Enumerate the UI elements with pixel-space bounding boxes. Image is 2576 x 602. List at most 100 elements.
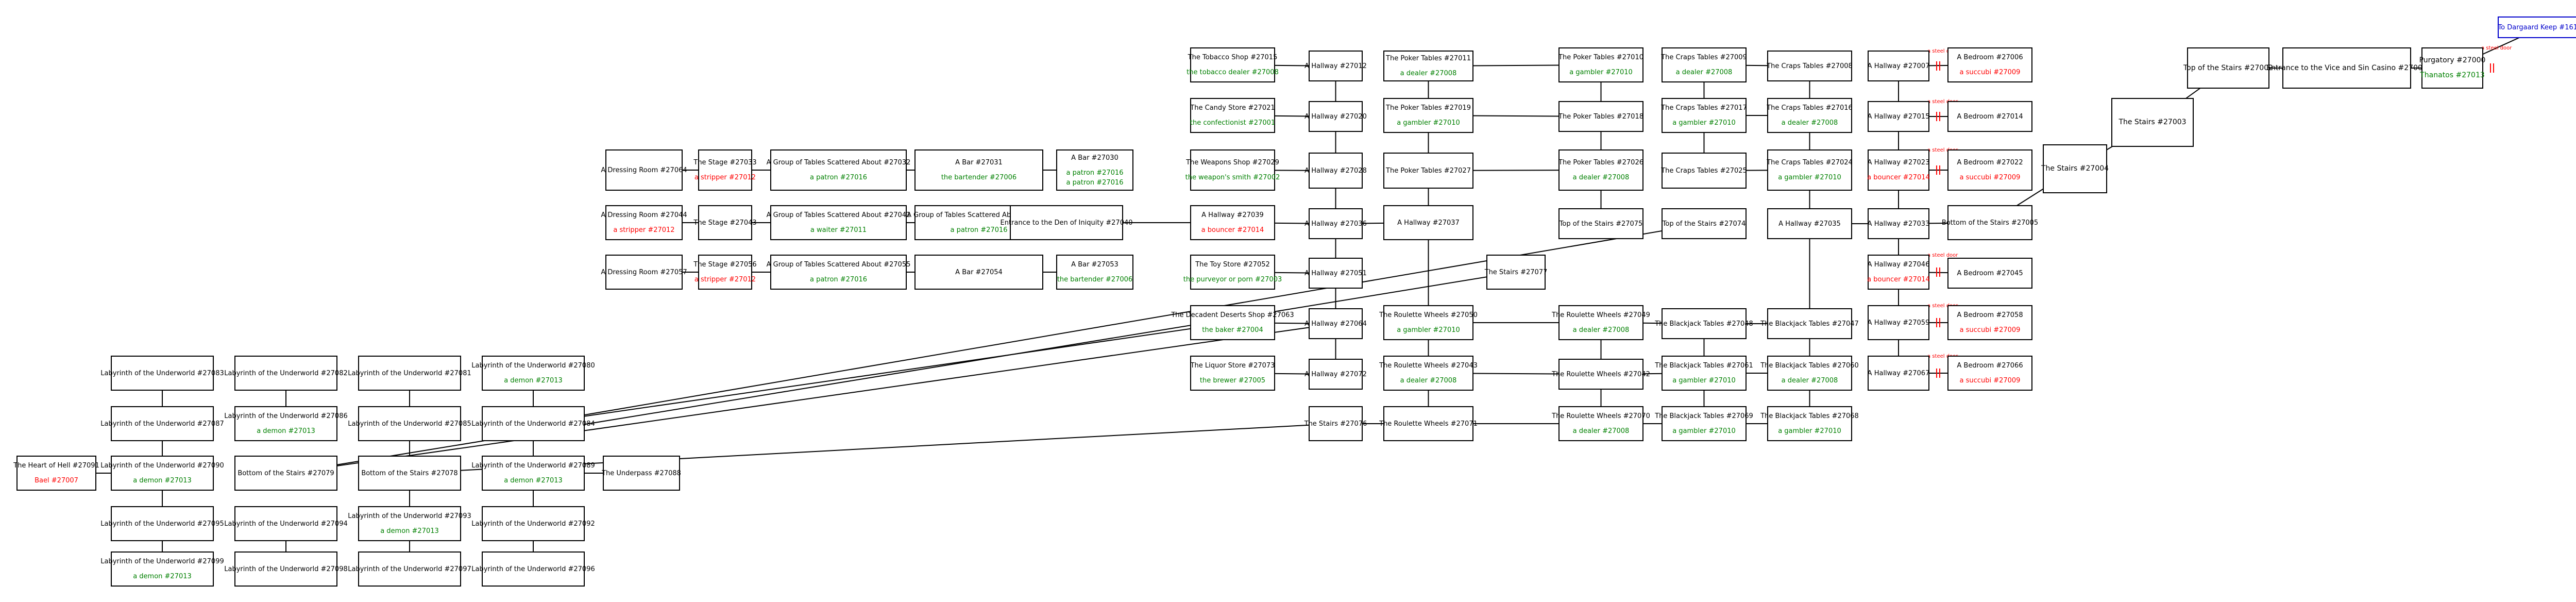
room-node[interactable]: The Craps Tables #27025 xyxy=(1661,153,1747,189)
room-node[interactable]: Top of the Stairs #27075 xyxy=(1558,208,1643,239)
room-node[interactable]: Labyrinth of the Underworld #27087 xyxy=(100,406,224,441)
room-node[interactable]: Labyrinth of the Underworld #27095 xyxy=(100,506,224,541)
room-node[interactable]: A Hallway #27020 xyxy=(1304,101,1367,132)
room-node[interactable]: Labyrinth of the Underworld #27097 xyxy=(348,551,471,587)
room-node[interactable]: The Craps Tables #27008 xyxy=(1767,51,1853,81)
room-node[interactable]: The Roulette Wheels #27042 xyxy=(1552,359,1650,390)
room-node[interactable]: Labyrinth of the Underworld #27082 xyxy=(224,356,348,391)
room-node[interactable]: A Dressing Room #27064 xyxy=(601,149,687,191)
room-node[interactable]: A Hallway #27035 xyxy=(1767,208,1852,239)
room-node[interactable]: Bottom of the Stairs #27005 xyxy=(1942,205,2038,240)
room-node[interactable]: The Underpass #27088 xyxy=(602,456,681,491)
exit-room-node[interactable]: To Dargaard Keep #16188 xyxy=(2498,16,2576,38)
room-node[interactable]: A Hallway #27015 xyxy=(1868,101,1929,132)
room-node[interactable]: Labyrinth of the Underworld #27096 xyxy=(471,551,595,587)
room-node[interactable]: A Hallway #27064 xyxy=(1304,308,1367,339)
room-node[interactable]: The Stairs #27003 xyxy=(2111,98,2194,147)
room-node[interactable]: Labyrinth of the Underworld #27092 xyxy=(471,506,595,541)
room-node[interactable]: The Poker Tables #27018 xyxy=(1558,101,1643,132)
room-node[interactable]: A Hallway #27037 xyxy=(1383,205,1473,240)
room-node[interactable]: A Hallway #27072 xyxy=(1304,359,1367,390)
room-node[interactable]: Labyrinth of the Underworld #27094 xyxy=(224,506,348,541)
room-node[interactable]: A Hallway #27012 xyxy=(1304,51,1367,81)
room-node[interactable]: A Hallway #27059 xyxy=(1868,305,1929,340)
room-node[interactable]: Labyrinth of the Underworld #27085 xyxy=(348,406,471,441)
room-node[interactable]: A Bedroom #27014 xyxy=(1947,101,2032,132)
room-node[interactable]: A Group of Tables Scattered About #27032… xyxy=(767,149,910,191)
room-node[interactable]: Labyrinth of the Underworld #27084 xyxy=(471,406,595,441)
room-node[interactable]: The Stage #27043 xyxy=(693,205,757,240)
room-node[interactable]: The Stairs #27076 xyxy=(1304,406,1367,441)
room-node[interactable]: A Bar #27054 xyxy=(914,255,1043,290)
room-node[interactable]: A Dressing Room #27057 xyxy=(601,255,687,290)
room-node[interactable]: A Bedroom #27045 xyxy=(1947,258,2032,289)
room-node[interactable]: A Hallway #27067 xyxy=(1868,356,1929,391)
room-node[interactable]: Top of the Stairs #27002 xyxy=(2183,47,2273,89)
room-node[interactable]: Labyrinth of the Underworld #27098 xyxy=(224,551,348,587)
room-node[interactable]: The Blackjack Tables #27048 xyxy=(1655,308,1753,339)
room-node[interactable]: The Roulette Wheels #27071 xyxy=(1379,406,1478,441)
room-node[interactable]: A Hallway #27051 xyxy=(1304,258,1367,289)
room-node[interactable]: A Hallway #27007 xyxy=(1868,51,1929,81)
room-node[interactable]: Top of the Stairs #27074 xyxy=(1662,208,1747,239)
room-node[interactable]: Labyrinth of the Underworld #27083 xyxy=(100,356,224,391)
room-node[interactable]: A Group of Tables Scattered About #27042… xyxy=(767,205,910,240)
room-node[interactable]: Bottom of the Stairs #27079 xyxy=(234,456,337,491)
room-node[interactable]: The Poker Tables #27027 xyxy=(1383,153,1473,189)
room-node[interactable]: A Hallway #27028 xyxy=(1304,153,1367,189)
room-node[interactable]: The Stairs #27004 xyxy=(2041,144,2109,193)
room-node[interactable]: A Hallway #27036 xyxy=(1304,208,1367,239)
room-node[interactable]: Entrance to the Den of Iniquity #27040 xyxy=(1000,205,1133,240)
room-node[interactable]: Entrance to the Vice and Sin Casino #270… xyxy=(2266,47,2427,89)
room-node[interactable]: A Group of Tables Scattered About #27055… xyxy=(767,255,910,290)
room-node[interactable]: Labyrinth of the Underworld #27081 xyxy=(348,356,471,391)
room-node[interactable]: The Stairs #27077 xyxy=(1485,255,1547,290)
room-node[interactable]: The Blackjack Tables #27047 xyxy=(1760,308,1859,339)
room-node[interactable]: A Hallway #27033 xyxy=(1868,208,1929,239)
room-node[interactable]: Bottom of the Stairs #27078 xyxy=(358,456,461,491)
